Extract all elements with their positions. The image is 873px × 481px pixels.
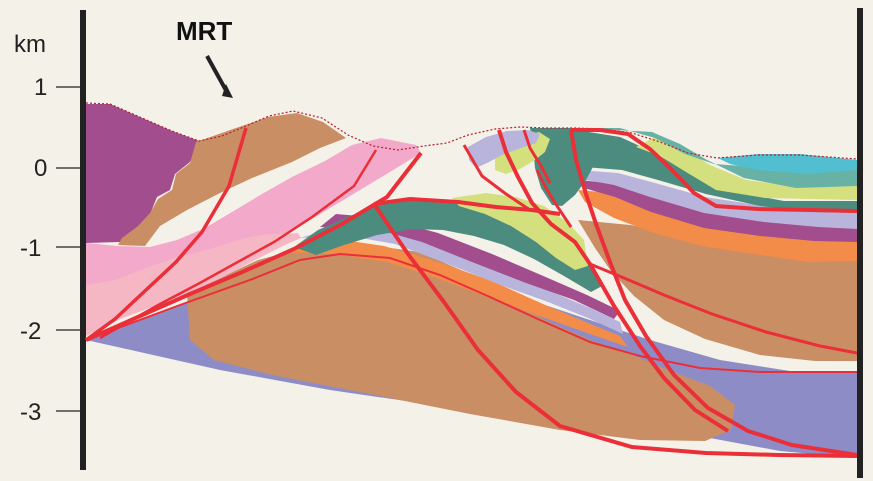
left-border-bar <box>80 10 86 470</box>
axis-unit-label: km <box>14 31 46 58</box>
right-border-bar <box>857 8 863 478</box>
axis-tick-0: 0 <box>34 155 47 182</box>
axis-tick--3: -3 <box>20 399 41 426</box>
axis-tick--1: -1 <box>20 235 41 262</box>
axis-tick-1: 1 <box>34 74 47 101</box>
mrt-label: MRT <box>176 16 232 46</box>
axis-tick--2: -2 <box>20 318 41 345</box>
